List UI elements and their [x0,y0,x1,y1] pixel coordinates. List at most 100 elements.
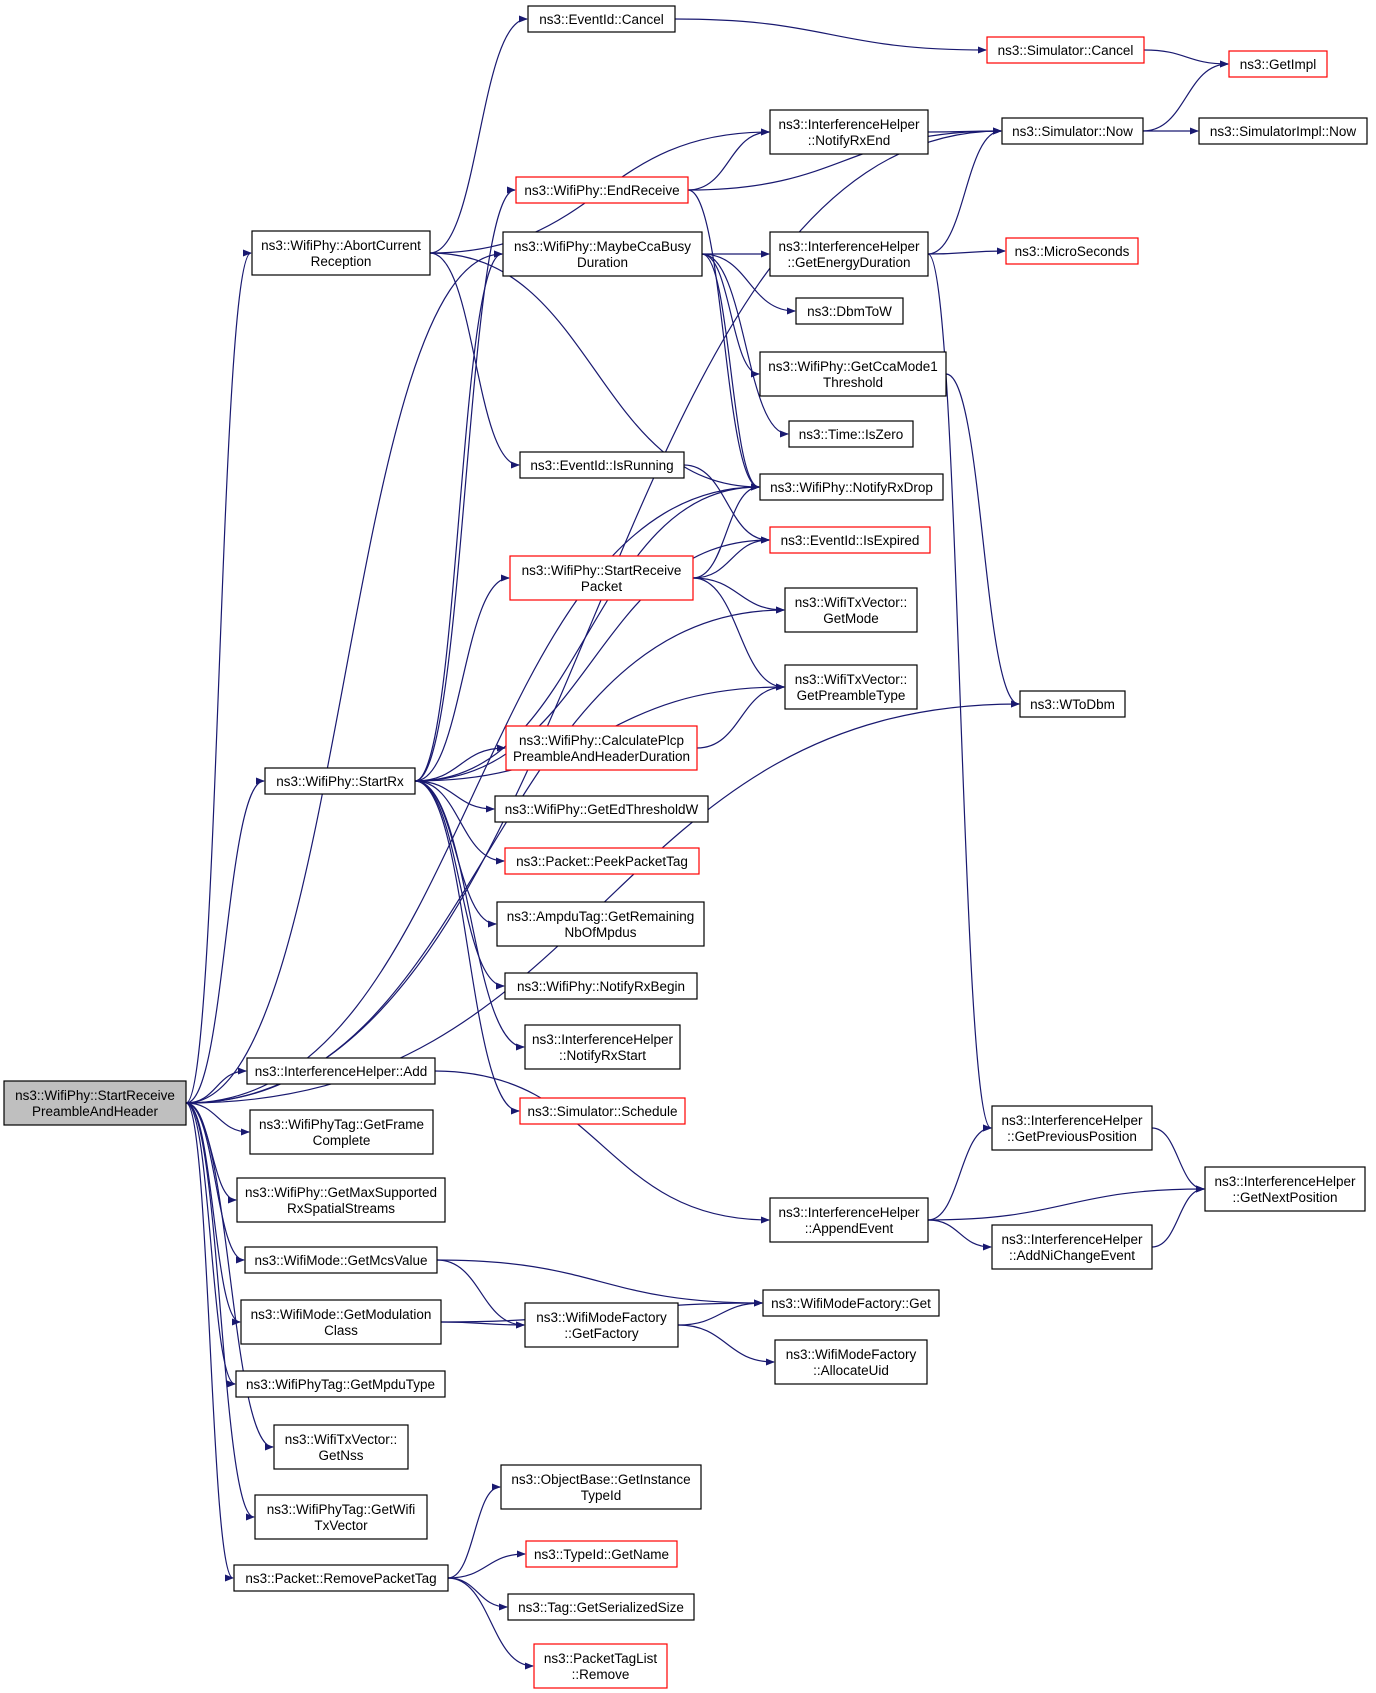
edge-ihrxend-to-simnow [927,127,1002,135]
node-label: Packet [581,579,623,594]
node-label: ns3::WifiPhy::MaybeCcaBusy [514,239,691,254]
node-getmpdu[interactable]: ns3::WifiPhyTag::GetMpduType [235,1370,446,1398]
node-label: ::AppendEvent [805,1221,894,1236]
node-isrunning[interactable]: ns3::EventId::IsRunning [519,451,685,479]
node-notifyrxbegin[interactable]: ns3::WifiPhy::NotifyRxBegin [504,972,698,1000]
node-label: ::NotifyRxStart [559,1048,646,1063]
node-getmcs[interactable]: ns3::WifiMode::GetMcsValue [244,1246,438,1274]
node-box [254,1494,428,1540]
node-label: ::GetNextPosition [1232,1190,1337,1205]
edge-ihaddni-to-ihnext [1151,1185,1205,1248]
node-box [1001,117,1144,145]
node-evcancel[interactable]: ns3::EventId::Cancel [527,5,676,33]
node-box [244,1246,438,1274]
node-root[interactable]: ns3::WifiPhy::StartReceivePreambleAndHea… [3,1080,187,1126]
edge-evcancel-to-simcancel [674,18,987,54]
node-label: ns3::InterferenceHelper::Add [255,1064,428,1079]
node-wmfget[interactable]: ns3::WifiModeFactory::Get [762,1289,940,1317]
node-box [264,767,416,795]
node-dbmtow[interactable]: ns3::DbmToW [795,297,904,325]
node-ihrxend[interactable]: ns3::InterferenceHelper::NotifyRxEnd [769,109,929,155]
node-box [1005,237,1139,265]
node-wmfgetfactory[interactable]: ns3::WifiModeFactory::GetFactory [524,1302,679,1348]
node-ihaddni[interactable]: ns3::InterferenceHelper::AddNiChangeEven… [991,1224,1153,1270]
node-simcancel[interactable]: ns3::Simulator::Cancel [986,36,1145,64]
node-calcplcp[interactable]: ns3::WifiPhy::CalculatePlcpPreambleAndHe… [505,725,698,771]
node-label: NbOfMpdus [564,925,636,940]
node-label: ::NotifyRxEnd [808,133,891,148]
node-label: ns3::InterferenceHelper [778,117,920,132]
node-label: ns3::WifiTxVector:: [285,1432,398,1447]
node-ihappend[interactable]: ns3::InterferenceHelper::AppendEvent [769,1197,929,1243]
node-box [525,1540,678,1568]
node-box [509,555,694,601]
node-ptlremove[interactable]: ns3::PacketTagList::Remove [533,1643,668,1689]
node-getnss[interactable]: ns3::WifiTxVector::GetNss [273,1424,409,1470]
node-micro[interactable]: ns3::MicroSeconds [1005,237,1139,265]
node-box [233,1564,449,1592]
node-label: ::AllocateUid [813,1363,889,1378]
edge-isrunning-to-isexpired [683,464,770,544]
node-box [784,664,918,710]
node-ihnext[interactable]: ns3::InterferenceHelper::GetNextPosition [1204,1166,1366,1212]
node-ihrxstart[interactable]: ns3::InterferenceHelper::NotifyRxStart [524,1024,681,1070]
edge-abort-to-evcancel [429,15,528,254]
node-getimpl[interactable]: ns3::GetImpl [1228,50,1328,78]
edge-maybecca-to-ccathr [701,253,760,378]
node-rxdrop[interactable]: ns3::WifiPhy::NotifyRxDrop [759,473,944,501]
node-ihenergy[interactable]: ns3::InterferenceHelper::GetEnergyDurati… [769,231,929,277]
edge-startrx-to-endrecv [414,186,516,782]
node-isexpired[interactable]: ns3::EventId::IsExpired [769,526,931,554]
edge-ihenergy-to-simnow [927,127,1002,255]
node-getedthr[interactable]: ns3::WifiPhy::GetEdThresholdW [494,795,709,823]
edge-removetag-to-taggetser [447,1577,508,1611]
edge-getmcs-to-wmfgetfactory [436,1259,525,1329]
node-box [759,473,944,501]
node-wtodbm[interactable]: ns3::WToDbm [1019,690,1126,718]
node-simimplnow[interactable]: ns3::SimulatorImpl::Now [1198,117,1368,145]
node-getmaxss[interactable]: ns3::WifiPhy::GetMaxSupportedRxSpatialSt… [236,1177,446,1223]
node-getmode[interactable]: ns3::WifiTxVector::GetMode [784,587,918,633]
node-label: ns3::WifiPhy::NotifyRxBegin [517,979,685,994]
node-label: ns3::WifiTxVector:: [795,672,908,687]
node-box [500,1464,702,1510]
node-ihprev[interactable]: ns3::InterferenceHelper::GetPreviousPosi… [991,1105,1153,1151]
edge-maybecca-to-iszero [701,253,789,438]
node-box [236,1177,446,1223]
edge-startrecvpkt-to-isexpired [692,536,770,579]
node-simnow[interactable]: ns3::Simulator::Now [1001,117,1144,145]
node-removetag[interactable]: ns3::Packet::RemovePacketTag [233,1564,449,1592]
node-ihadd[interactable]: ns3::InterferenceHelper::Add [246,1057,436,1085]
node-wmfalloc[interactable]: ns3::WifiModeFactory::AllocateUid [774,1339,928,1385]
edge-startrx-to-peektag [414,780,505,865]
node-getpreamble[interactable]: ns3::WifiTxVector::GetPreambleType [784,664,918,710]
edge-root-to-getnss [185,1102,274,1451]
node-taggetser[interactable]: ns3::Tag::GetSerializedSize [507,1593,695,1621]
node-peektag[interactable]: ns3::Packet::PeekPacketTag [504,847,700,875]
node-endrecv[interactable]: ns3::WifiPhy::EndReceive [515,176,689,204]
node-box [1204,1166,1366,1212]
node-label: GetMode [823,611,879,626]
edge-root-to-getmpdu [185,1102,236,1388]
node-startrx[interactable]: ns3::WifiPhy::StartRx [264,767,416,795]
edge-root-to-getmod [185,1102,241,1326]
node-iszero[interactable]: ns3::Time::IsZero [788,420,914,448]
node-box [784,587,918,633]
node-schedule[interactable]: ns3::Simulator::Schedule [519,1097,686,1125]
edge-root-to-removetag [185,1102,234,1582]
node-tidgetname[interactable]: ns3::TypeId::GetName [525,1540,678,1568]
edge-abort-to-isrunning [429,252,520,469]
edge-startrx-to-calcplcp [414,744,506,782]
node-label: ns3::WifiPhyTag::GetWifi [267,1502,416,1517]
node-box [1019,690,1126,718]
